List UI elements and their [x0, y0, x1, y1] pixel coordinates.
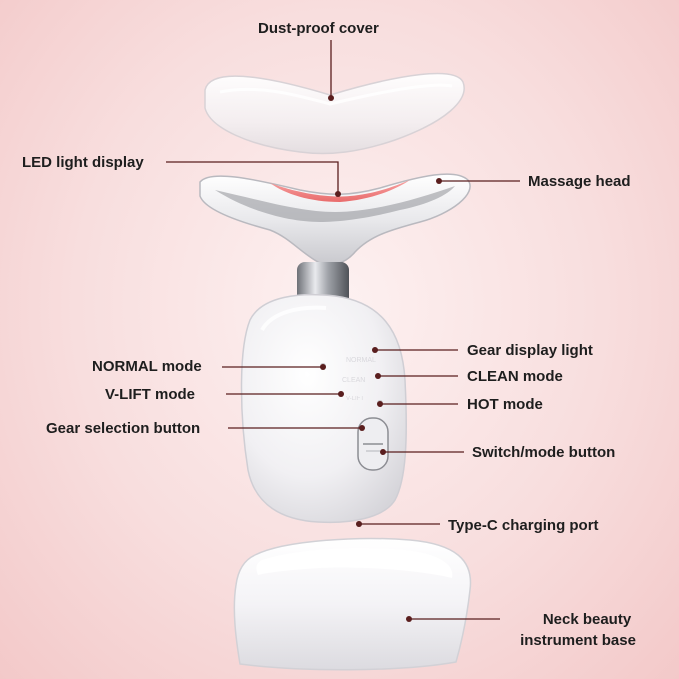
label-massage-head: Massage head [528, 173, 631, 190]
device-print-normal: NORMAL [346, 357, 376, 364]
label-v-lift-mode: V-LIFT mode [105, 386, 195, 403]
led-light-display-strip [270, 180, 410, 202]
handle-body [240, 293, 407, 524]
label-gear-display-light: Gear display light [467, 342, 593, 359]
label-type-c-charging-port: Type-C charging port [448, 517, 599, 534]
label-switch-mode-button: Switch/mode button [472, 444, 616, 461]
label-dust-proof-cover: Dust-proof cover [258, 20, 379, 37]
label-normal-mode: NORMAL mode [92, 358, 202, 375]
label-hot-mode: HOT mode [467, 396, 543, 413]
label-led-light-display: LED light display [22, 154, 144, 171]
leader-led-light-display [166, 161, 339, 194]
massage-head-shape [199, 173, 471, 266]
label-gear-selection-button: Gear selection button [46, 420, 201, 437]
label-clean-mode: CLEAN mode [467, 368, 563, 385]
device-print-vlift: V-LIFT [346, 396, 364, 402]
label-instrument-base-line1: Neck beauty [542, 611, 632, 628]
device-print-clean: CLEAN [342, 377, 365, 384]
gear-selection-button-shape [357, 417, 389, 471]
dust-proof-cover-shape [204, 72, 465, 155]
instrument-base-shape [233, 537, 472, 671]
label-instrument-base-line2: instrument base [520, 632, 636, 649]
leader-lines [166, 40, 520, 620]
